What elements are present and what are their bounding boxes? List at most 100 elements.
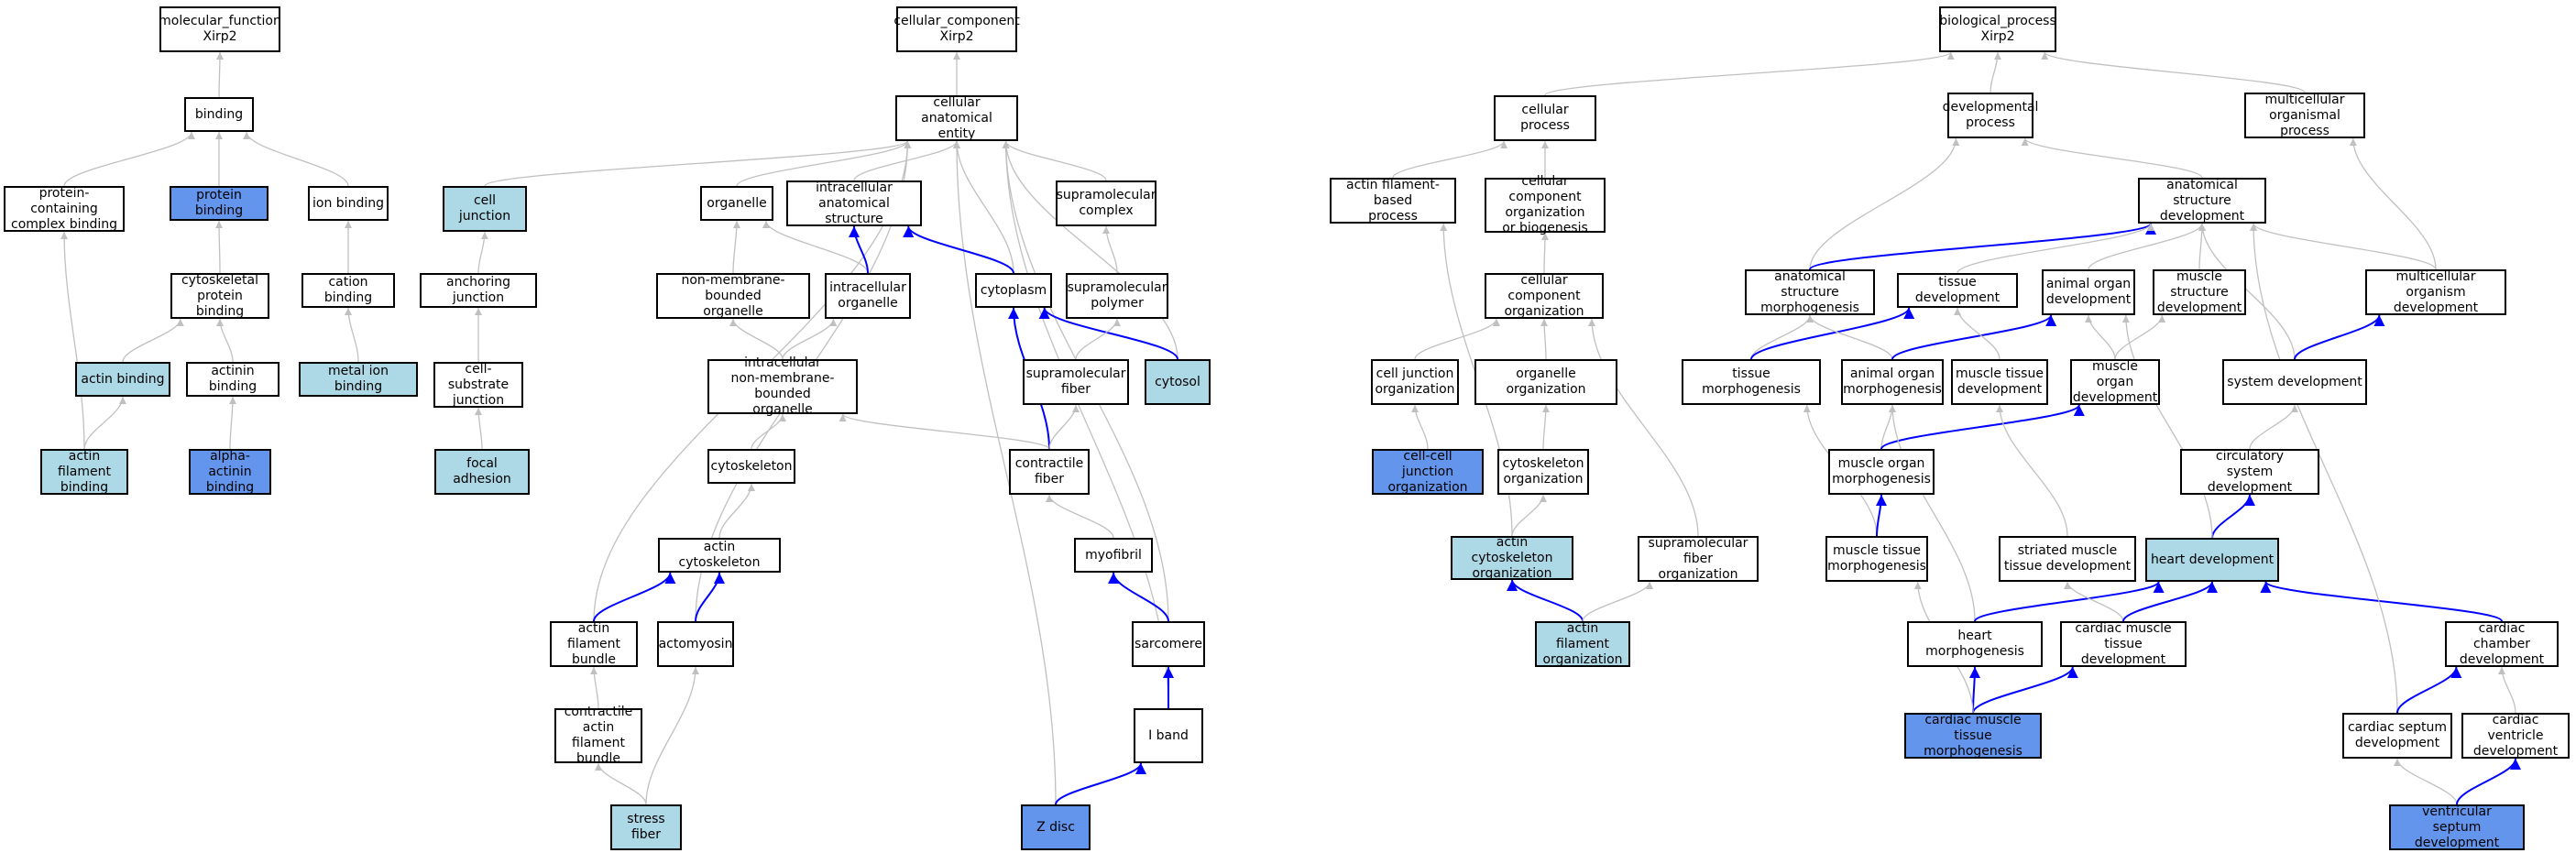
- edge-ias-to-cae: [853, 140, 960, 181]
- edge-cjo-to-cco: [1414, 318, 1500, 360]
- go-term-label: circulatory system development: [2207, 448, 2293, 495]
- go-term-label: anatomical structure development: [2159, 177, 2245, 224]
- edge-cf-to-inmbo: [839, 413, 1050, 450]
- go-term-protb: protein binding: [170, 186, 269, 221]
- edge-cp-to-bp: [1544, 51, 1955, 96]
- go-term-hd: heart development: [2145, 538, 2279, 582]
- edge-sf-to-actm: [645, 666, 699, 805]
- go-term-label: actin filament bundle: [567, 620, 620, 667]
- edge-cmtm-to-hm: [1968, 666, 1980, 714]
- edge-sd-to-mod: [2294, 314, 2385, 360]
- go-term-label: system development: [2227, 374, 2362, 389]
- edge-sarc-to-myof: [1108, 572, 1169, 622]
- go-term-label: heart morphogenesis: [1925, 629, 2024, 659]
- go-term-tm: tissue morphogenesis: [1682, 359, 1821, 405]
- edge-tm-to-td: [1750, 307, 1915, 360]
- edge-cytop-to-ias: [903, 225, 1014, 274]
- go-term-sd: system development: [2222, 359, 2367, 405]
- go-term-label: I band: [1148, 727, 1189, 743]
- edge-sd-to-asd: [2198, 223, 2296, 360]
- go-term-label: supramolecular fiber organization: [1648, 535, 1748, 582]
- edge-muod-to-aod: [2085, 314, 2116, 360]
- edge-smp-to-smc: [1102, 225, 1118, 274]
- go-term-csd: circulatory system development: [2180, 449, 2319, 495]
- go-term-ccjo: cell-cell junction organization: [1372, 449, 1484, 495]
- go-term-smfo: supramolecular fiber organization: [1638, 536, 1759, 582]
- go-term-csepd: cardiac septum development: [2342, 713, 2452, 759]
- edge-smf-to-smp: [1075, 318, 1121, 360]
- edge-actb-to-cytpb: [122, 318, 184, 363]
- go-term-label: actin filament binding: [58, 448, 111, 495]
- go-term-label: cation binding: [323, 275, 373, 305]
- go-term-label: supramolecular fiber: [1025, 366, 1126, 397]
- edge-cytosol-to-cytop: [1038, 307, 1178, 360]
- edge-aom-to-asm: [1806, 314, 1893, 360]
- go-term-actb: actin binding: [75, 362, 170, 397]
- edge-asm-to-asd: [1809, 223, 2156, 270]
- go-term-label: multicellular organism development: [2393, 268, 2479, 315]
- go-term-aom: animal organ morphogenesis: [1841, 359, 1944, 405]
- go-term-aod: animal organ development: [2042, 269, 2135, 315]
- edge-io-to-ias: [849, 225, 869, 274]
- edge-cytpb-to-protb: [215, 220, 224, 274]
- go-term-label: myofibril: [1085, 547, 1142, 563]
- edge-csd-to-sd: [2249, 404, 2298, 450]
- edge-acsk-to-cytsk: [718, 483, 755, 539]
- edge-asm-to-dp: [1809, 137, 1960, 270]
- go-term-label: actin filament-based process: [1346, 177, 1440, 224]
- go-term-label: stress fiber: [627, 812, 665, 842]
- go-term-label: muscle organ morphogenesis: [1832, 456, 1931, 487]
- go-term-label: cellular anatomical entity: [921, 94, 992, 141]
- go-term-cf: contractile fiber: [1009, 449, 1090, 495]
- go-term-label: cellular component organization: [1504, 272, 1584, 319]
- edge-ccd-to-hd: [2260, 581, 2503, 622]
- go-term-fa: focal adhesion: [434, 449, 530, 495]
- go-term-afb: actin filament binding: [40, 449, 128, 495]
- go-term-label: cellular_component Xirp2: [893, 14, 1020, 44]
- go-term-msd: muscle structure development: [2153, 269, 2246, 315]
- go-term-label: molecular_function Xirp2: [159, 14, 281, 44]
- edge-vsd-to-cvd: [2456, 758, 2521, 805]
- go-term-afbp: actin filament-based process: [1330, 178, 1456, 224]
- go-term-label: focal adhesion: [453, 456, 511, 487]
- go-term-oo: organelle organization: [1474, 359, 1617, 405]
- go-term-label: protein-containing complex binding: [11, 185, 117, 232]
- go-term-csj: cell-substrate junction: [433, 362, 523, 408]
- go-term-ias: intracellular anatomical structure: [786, 180, 922, 226]
- go-term-cmtm: cardiac muscle tissue morphogenesis: [1904, 713, 2042, 759]
- go-term-label: tissue morphogenesis: [1702, 366, 1801, 397]
- go-term-label: ventricular septum development: [2414, 804, 2500, 850]
- go-term-label: striated muscle tissue development: [2003, 543, 2132, 574]
- go-term-label: cardiac muscle tissue development: [2075, 620, 2172, 667]
- go-term-cmtd: cardiac muscle tissue development: [2060, 621, 2187, 667]
- go-term-dp: developmental process: [1943, 93, 2038, 138]
- edge-pcb-to-binding: [63, 131, 195, 187]
- go-term-label: animal organ morphogenesis: [1843, 366, 1942, 397]
- edge-mom-to-muod: [1880, 404, 2085, 450]
- go-term-label: actin binding: [81, 371, 165, 387]
- go-term-ionb: ion binding: [308, 186, 389, 221]
- edge-vsd-to-csepd: [2394, 758, 2458, 805]
- go-term-label: intracellular non-membrane-bounded organ…: [730, 355, 835, 417]
- go-term-myof: myofibril: [1074, 538, 1153, 573]
- go-term-label: Z disc: [1036, 819, 1075, 835]
- go-term-mom: muscle organ morphogenesis: [1828, 449, 1935, 495]
- edge-cvd-to-ccd: [2498, 666, 2516, 714]
- go-term-mtm: muscle tissue morphogenesis: [1825, 536, 1928, 582]
- go-term-label: intracellular anatomical structure: [816, 180, 893, 226]
- go-term-label: muscle tissue development: [1956, 366, 2044, 397]
- edge-afo-to-smfo: [1582, 581, 1654, 622]
- edge-aj-to-cj: [477, 231, 488, 274]
- go-term-pcb: protein-containing complex binding: [4, 186, 125, 232]
- edge-muod-to-msd: [2114, 314, 2166, 360]
- edge-ccjo-to-cjo: [1411, 404, 1429, 450]
- edge-cytosol-to-cae: [1002, 140, 1178, 360]
- go-term-mod: multicellular organism development: [2365, 269, 2506, 315]
- edge-zdisc-to-cae: [953, 140, 1057, 805]
- go-term-smtd: striated muscle tissue development: [1999, 536, 2136, 582]
- go-term-label: cytoskeletal protein binding: [181, 272, 258, 319]
- go-term-mf: molecular_function Xirp2: [159, 6, 281, 52]
- edge-org-to-cae: [736, 140, 912, 187]
